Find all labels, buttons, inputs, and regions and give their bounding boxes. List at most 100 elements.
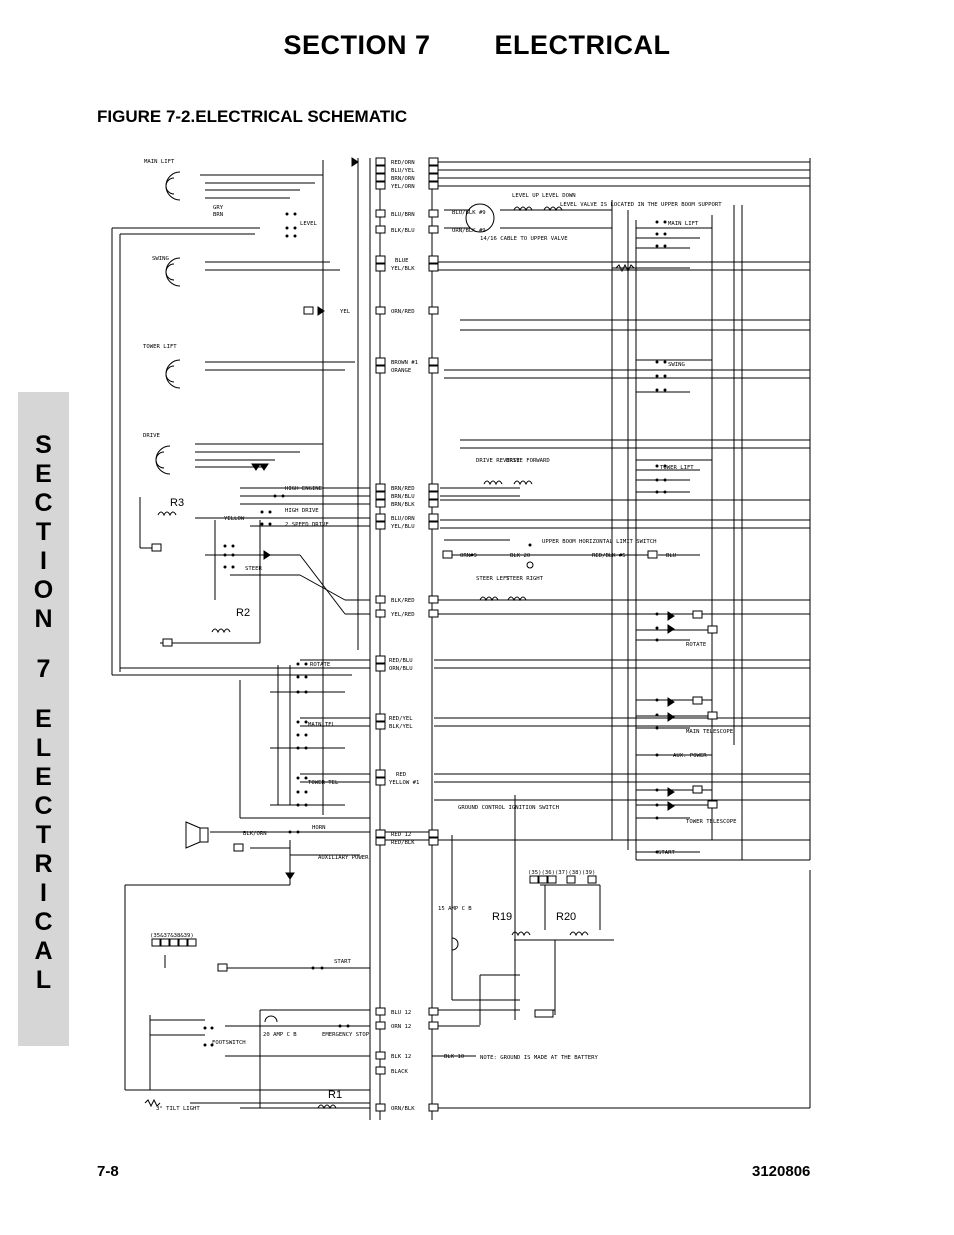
label-level-down: LEVEL DOWN (542, 193, 576, 199)
label-tower-tel: TOWER TEL (308, 780, 339, 786)
page-number: 7-8 (97, 1163, 119, 1180)
wire-label: ORANGE (391, 368, 412, 374)
label-steer-left: STEER LEFT (476, 576, 510, 582)
wire-label: BRN/BLK (391, 502, 415, 508)
label-limit-switch: UPPER BOOM HORIZONTAL LIMIT SWITCH (542, 539, 657, 545)
wire-label: BLU/ORN (391, 516, 415, 522)
figure-title: FIGURE 7-2.ELECTRICAL SCHEMATIC (97, 107, 408, 126)
wire-label: ORN 12 (391, 1024, 411, 1030)
label-r19: R19 (492, 911, 512, 923)
label-level: LEVEL (300, 221, 317, 227)
label-tower-lift: TOWER LIFT (143, 344, 177, 350)
side-tab-letter: L (35, 734, 52, 762)
wire-label: BLK/ORN (243, 831, 267, 837)
wire-label: BROWN #1 (391, 360, 418, 366)
wire-label: ORN/BLK #9 (452, 228, 486, 234)
wire-label: BLACK (391, 1069, 408, 1075)
side-tab-letter: T (35, 518, 52, 546)
side-tab-letter: E (35, 705, 52, 733)
side-tab-letter: I (40, 879, 47, 907)
label-relay-group-b: (35&37&38&39) (150, 933, 194, 939)
label-r-swing: SWING (668, 362, 685, 368)
side-tab-letter: O (33, 576, 54, 604)
wire-label: YEL/RED (391, 612, 415, 618)
wire-label: YELLOW (224, 516, 245, 522)
side-tab-letter: 7 (36, 655, 51, 683)
wire-label: YEL/BLU (391, 524, 415, 530)
label-emergency-stop: EMERGENCY STOP (322, 1032, 370, 1038)
label-r2: R2 (236, 607, 250, 619)
side-tab-letter: E (35, 763, 52, 791)
side-tab-letter: N (34, 605, 53, 633)
label-footswitch: FOOTSWITCH (212, 1040, 246, 1046)
label-r3: R3 (170, 497, 184, 509)
wire-label: BRN/RED (391, 486, 415, 492)
label-level-up: LEVEL UP (512, 193, 540, 199)
label-ground-control-ignition: GROUND CONTROL IGNITION SWITCH (458, 805, 559, 811)
wire-label: BLUE (395, 258, 409, 264)
label-relay-group-a: (35)(36)(37)(38)(39) (528, 870, 595, 876)
label-r-tower-lift: TOWER LIFT (660, 465, 694, 471)
label-r-main-telescope: MAIN TELESCOPE (686, 729, 734, 735)
label-r-tower-telescope: TOWER TELESCOPE (686, 819, 737, 825)
wire-label: BRN/BLU (391, 494, 415, 500)
wire-label: YEL/BLK (391, 266, 415, 272)
side-tab-letter: A (34, 937, 53, 965)
wire-label: ORN#9 (460, 553, 477, 559)
wire-label: BLK 20 (510, 553, 530, 559)
label-level-valve-note: LEVEL VALVE IS LOCATED IN THE UPPER BOOM… (560, 202, 722, 208)
label-drive-reverse: DRIVE REVERSE (476, 458, 520, 464)
side-tab-letter: C (34, 489, 53, 517)
wire-label: ORN/BLU (389, 666, 413, 672)
label-r-aux-power: AUX. POWER (673, 753, 707, 759)
wire-label: BLU/YEL (391, 168, 415, 174)
wire-label: BLK/RED (391, 598, 415, 604)
wire-label: BRN (213, 212, 223, 218)
wire-label: ORN/RED (391, 309, 415, 315)
label-high-engine: HIGH ENGINE (285, 486, 323, 492)
wire-label: BLU 12 (391, 1010, 411, 1016)
label-main-lift: MAIN LIFT (144, 159, 175, 165)
label-r-main-lift: MAIN LIFT (668, 221, 699, 227)
label-r20: R20 (556, 911, 576, 923)
side-tab-letter: C (34, 792, 53, 820)
wire-label: BLK 10 (444, 1054, 464, 1060)
wire-label: BLU/BLK #9 (452, 210, 486, 216)
wire-label: BRN/ORN (391, 176, 415, 182)
section-name: ELECTRICAL (494, 30, 671, 60)
label-drive: DRIVE (143, 433, 160, 439)
label-horn: HORN (312, 825, 325, 831)
wire-label: BLU (666, 553, 676, 559)
side-tab-letter: T (35, 821, 52, 849)
label-rotate: ROTATE (310, 662, 331, 668)
side-tab-letter: I (40, 547, 47, 575)
section-title: SECTION 7 ELECTRICAL (0, 30, 954, 61)
label-2-speed-drive: 2 SPEED DRIVE (285, 522, 329, 528)
wire-label: YEL/ORN (391, 184, 415, 190)
side-tab-letter: E (35, 460, 52, 488)
label-steer-right: STEER RIGHT (506, 576, 544, 582)
side-tab-letter: S (35, 431, 52, 459)
document-number: 3120806 (752, 1163, 811, 1180)
section-label: SECTION 7 (283, 30, 431, 60)
section-side-tab: S E C T I O N 7 E L E C T R I C A L (18, 392, 69, 1046)
wire-label: RED/YEL (389, 716, 413, 722)
label-auxiliary-power: AUXILIARY POWER (318, 855, 369, 861)
wire-label: YEL (340, 309, 351, 315)
wire-label: RED/BLU (389, 658, 413, 664)
wire-label: ORN/BLK (391, 1106, 415, 1112)
label-swing: SWING (152, 256, 169, 262)
label-cable-note: 14/16 CABLE TO UPPER VALVE (480, 236, 568, 242)
wire-label: BLK/BLU (391, 228, 415, 234)
label-r-rotate: ROTATE (686, 642, 707, 648)
label-ground-note: NOTE: GROUND IS MADE AT THE BATTERY (480, 1055, 599, 1061)
label-drive-forward: DRIVE FORWARD (506, 458, 550, 464)
side-tab-letter: C (34, 908, 53, 936)
wire-label: RED/ORN (391, 160, 415, 166)
side-tab-letter: R (34, 850, 53, 878)
label-r-start: START (658, 850, 675, 856)
label-r1: R1 (328, 1089, 342, 1101)
wire-label: BLU/BRN (391, 212, 415, 218)
wire-label: YELLOW #1 (389, 780, 419, 786)
wire-label: BLK/YEL (389, 724, 413, 730)
